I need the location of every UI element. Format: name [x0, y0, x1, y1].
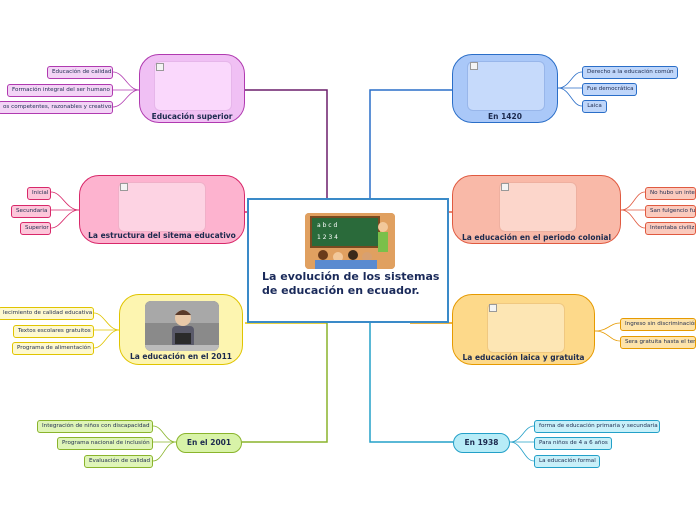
- image-placeholder: [499, 182, 577, 232]
- leaf-laica[interactable]: Laica: [582, 100, 607, 113]
- broken-image-icon: [470, 62, 478, 70]
- leaf-derecho-educacion[interactable]: Derecho a la educación común: [582, 66, 678, 79]
- leaf-alimentacion[interactable]: Programa de alimentación: [12, 342, 94, 355]
- central-topic[interactable]: a b c d 1 2 3 4 La evolución de los sist…: [247, 198, 449, 323]
- leaf-formacion-integral[interactable]: Formación integral del ser humano: [7, 84, 113, 97]
- board-numbers: 1 2 3 4: [317, 234, 338, 241]
- leaf-secundaria[interactable]: Secundaria: [11, 205, 51, 218]
- leaf-integracion[interactable]: Integración de niños con discapacidad: [37, 420, 153, 433]
- broken-image-icon: [120, 183, 128, 191]
- topic-estructura-sistema[interactable]: La estructura del sitema educativo: [79, 175, 245, 244]
- central-title: La evolución de los sistemas de educació…: [262, 270, 440, 297]
- topic-laica-gratuita[interactable]: La educación laica y gratuita: [452, 294, 595, 365]
- leaf-democratica[interactable]: Fue democrática: [582, 83, 637, 96]
- topic-label: La estructura del sitema educativo: [88, 231, 236, 240]
- leaf-evaluacion[interactable]: Evaluación de calidad: [84, 455, 153, 468]
- board-letters: a b c d: [317, 222, 338, 229]
- leaf-competentes[interactable]: os competentes, razonables y creativos: [0, 101, 113, 114]
- leaf-san-fulgencio[interactable]: San fulgencio fu: [645, 205, 696, 218]
- topic-2001[interactable]: En el 2001: [176, 433, 242, 453]
- leaf-inicial[interactable]: Inicial: [27, 187, 51, 200]
- topic-1420[interactable]: En 1420: [452, 54, 558, 123]
- child-tablet-photo: [145, 301, 219, 351]
- broken-image-icon: [489, 304, 497, 312]
- broken-image-icon: [501, 183, 509, 191]
- leaf-educacion-formal[interactable]: La educación formal: [534, 455, 600, 468]
- image-placeholder: [154, 61, 232, 111]
- topic-educacion-2011[interactable]: La educación en el 2011: [119, 294, 243, 365]
- leaf-educacion-calidad[interactable]: Educación de calidad: [47, 66, 113, 79]
- leaf-civilizar[interactable]: Intentaba civiliz: [645, 222, 696, 235]
- leaf-primaria-secundaria[interactable]: forma de educación primaria y secundaria: [534, 420, 660, 433]
- leaf-textos-gratuitos[interactable]: Textos escolares gratuitos: [13, 325, 94, 338]
- topic-1938[interactable]: En 1938: [453, 433, 510, 453]
- leaf-inclusion[interactable]: Programa nacional de inclusión: [57, 437, 153, 450]
- classroom-illustration: a b c d 1 2 3 4: [305, 213, 395, 269]
- leaf-no-hubo[interactable]: No hubo un inte: [645, 187, 696, 200]
- image-placeholder: [118, 182, 206, 232]
- topic-label: Educación superior: [151, 112, 233, 121]
- leaf-ninos-4-6[interactable]: Para niños de 4 a 6 años: [534, 437, 612, 450]
- broken-image-icon: [156, 63, 164, 71]
- topic-label: La educación en el periodo colonial: [461, 233, 612, 242]
- topic-educacion-superior[interactable]: Educación superior: [139, 54, 245, 123]
- image-placeholder: [467, 61, 545, 111]
- leaf-superior[interactable]: Superior: [20, 222, 51, 235]
- topic-periodo-colonial[interactable]: La educación en el periodo colonial: [452, 175, 621, 244]
- leaf-sin-discriminacion[interactable]: Ingreso sin discriminación: [620, 318, 696, 331]
- topic-label: En 1420: [488, 112, 522, 121]
- leaf-calidad-educativa[interactable]: lecimiento de calidad educativa: [0, 307, 94, 320]
- leaf-gratuita-hasta[interactable]: Sera gratuita hasta el ter: [620, 336, 696, 349]
- topic-label: La educación laica y gratuita: [462, 353, 585, 362]
- image-placeholder: [487, 303, 565, 353]
- topic-label: La educación en el 2011: [129, 352, 233, 361]
